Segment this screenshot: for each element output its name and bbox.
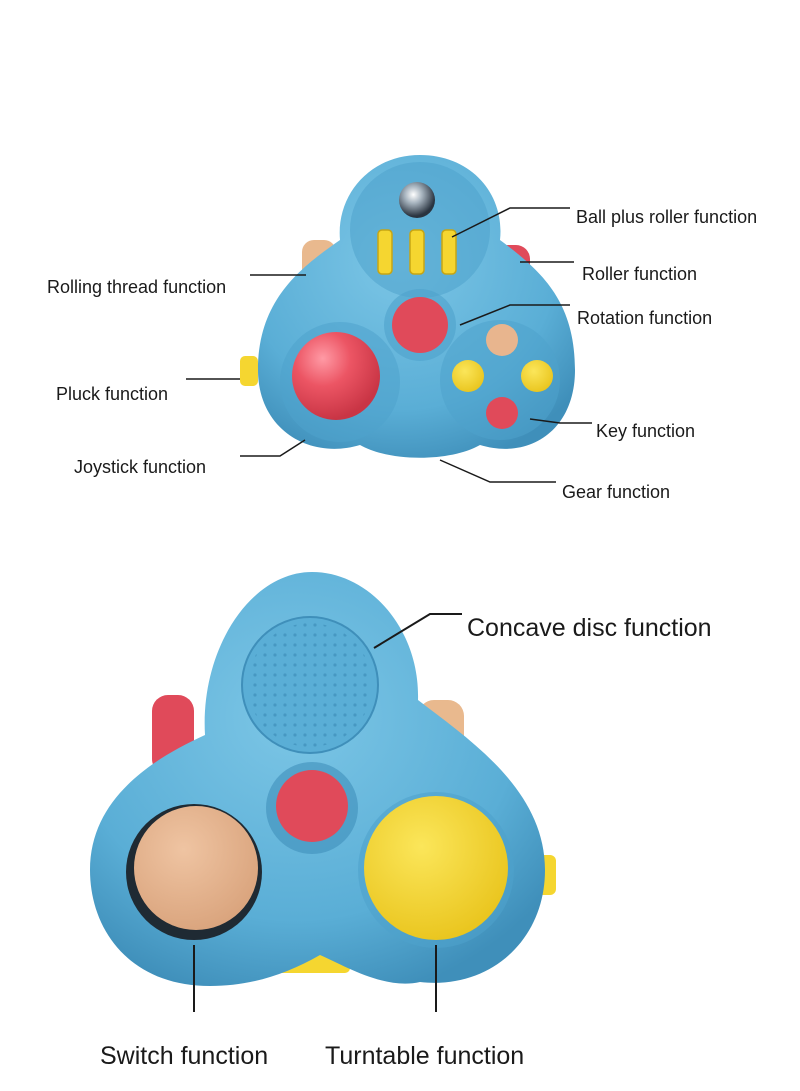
label-rolling-thread: Rolling thread function (47, 277, 227, 297)
turntable-disc (364, 796, 508, 940)
label-joystick: Joystick function (74, 457, 207, 477)
label-gear: Gear function (562, 482, 671, 502)
bottom-callout-lines (193, 613, 462, 1012)
concave-disc-texture (248, 623, 372, 747)
label-ball-plus-roller: Ball plus roller function (576, 207, 758, 227)
rotation-button (392, 297, 448, 353)
label-pluck: Pluck function (56, 384, 169, 404)
key-top (486, 324, 518, 356)
key-recess (440, 320, 560, 440)
top-fidget-toy (240, 155, 575, 458)
key-left (452, 360, 484, 392)
key-bottom (486, 397, 518, 429)
label-turntable: Turntable function (325, 1042, 525, 1070)
pluck-switch (240, 356, 258, 386)
label-key: Key function (596, 421, 696, 441)
label-concave-disc: Concave disc function (467, 614, 712, 642)
steel-ball (399, 182, 435, 218)
key-right (521, 360, 553, 392)
label-rotation: Rotation function (577, 308, 713, 328)
center-red-button (276, 770, 348, 842)
joystick-knob (292, 332, 380, 420)
top-callout-lines (186, 207, 592, 483)
label-switch: Switch function (100, 1042, 269, 1070)
label-roller: Roller function (582, 264, 698, 284)
switch-disc (134, 806, 258, 930)
roller-wheels (377, 229, 457, 275)
bottom-fidget-toy (90, 572, 556, 986)
